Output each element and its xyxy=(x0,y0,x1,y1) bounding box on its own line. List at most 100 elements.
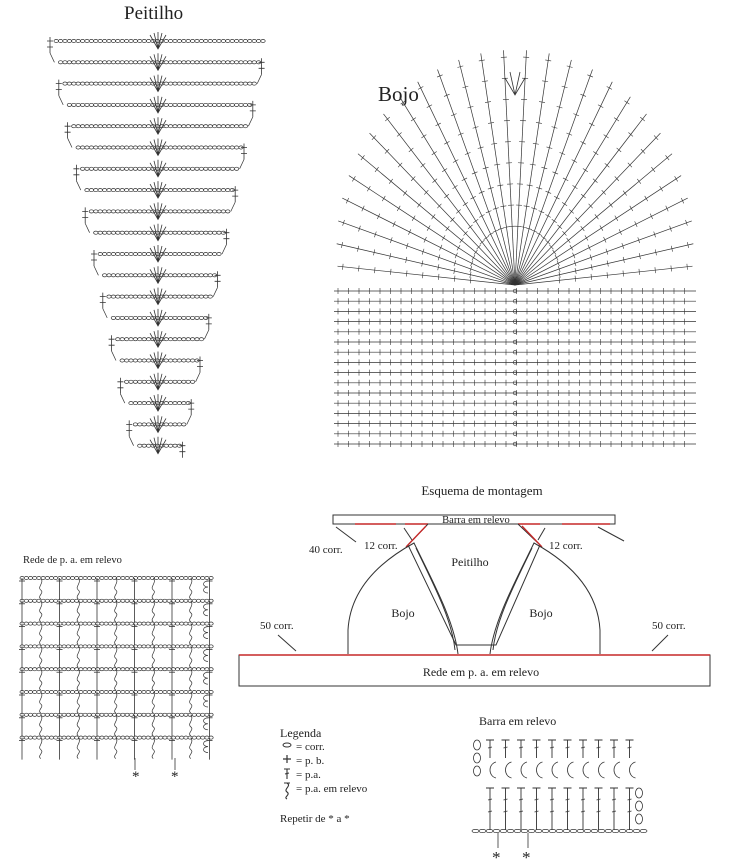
leader-line xyxy=(403,527,413,541)
bojo-tick xyxy=(467,224,473,230)
bojo-tick xyxy=(531,207,538,210)
rede-relief-stitch xyxy=(39,691,43,714)
peitilho-turn xyxy=(186,414,192,425)
bojo-tick xyxy=(566,65,573,68)
bojo-tick xyxy=(622,270,624,277)
bojo-tick xyxy=(471,171,478,175)
rede-label: Rede em p. a. em relevo xyxy=(423,665,539,679)
rede-relief-stitch xyxy=(39,623,43,645)
peitilho-edge-stitch xyxy=(47,37,53,53)
bojo-tick xyxy=(373,249,376,256)
bojo-tick xyxy=(606,260,609,267)
barra-bottom-stitch xyxy=(625,787,634,830)
chain-row xyxy=(19,621,214,626)
bojo-tick xyxy=(590,273,592,280)
legend-title: Legenda xyxy=(280,726,322,740)
bojo-tick xyxy=(541,166,548,170)
bojo-tick xyxy=(467,106,474,109)
rede-relief-stitch xyxy=(189,600,193,623)
chain-row xyxy=(62,81,257,86)
barra-sample-title: Barra em relevo xyxy=(479,714,556,728)
bojo-ray xyxy=(417,81,516,286)
bojo-ray xyxy=(399,96,516,286)
bojo-tick xyxy=(604,163,610,168)
rede-relief-stitch xyxy=(76,691,80,714)
bojo-tick xyxy=(435,122,441,127)
bojo-tick xyxy=(464,152,471,155)
bojo-tick xyxy=(485,210,492,214)
bojo-tick xyxy=(371,135,377,141)
bojo-tick xyxy=(494,163,501,166)
peitilho-fan xyxy=(149,351,167,370)
bojo-tick xyxy=(614,176,620,182)
bojo-row-stitches xyxy=(337,379,685,386)
peitilho-turn xyxy=(111,351,117,361)
bojo-tick xyxy=(488,122,495,124)
bojo-ray xyxy=(458,59,516,286)
peitilho-turn xyxy=(67,138,73,148)
bojo-center-stitch xyxy=(512,360,518,365)
bojo-tick xyxy=(450,113,457,117)
peitilho-edge-stitch xyxy=(64,122,71,139)
bojo-tick xyxy=(526,227,533,230)
bojo-tick xyxy=(457,65,464,68)
legend: Legenda = corr. = p. b. = p.a. = p.a. em… xyxy=(280,726,368,825)
chain-stitch-icon xyxy=(282,742,292,748)
bojo-tick xyxy=(384,148,390,154)
rede-relief-stitch xyxy=(189,714,193,737)
barra-top-stitch xyxy=(625,739,634,758)
bojo-tick xyxy=(546,146,553,149)
bojo-tick xyxy=(669,225,672,232)
chain-row xyxy=(110,315,209,320)
bojo-center-stitch xyxy=(512,339,518,345)
barra-bottom-stitch xyxy=(501,787,510,830)
bojo-tick xyxy=(453,260,457,267)
bojo-tick xyxy=(580,93,587,97)
bojo-tick xyxy=(441,235,446,241)
bojo-tick xyxy=(450,217,455,223)
bojo-tick xyxy=(408,147,414,153)
rede-relief-stitch xyxy=(114,737,118,759)
bojo-ray xyxy=(514,243,694,286)
bojo-tick xyxy=(462,202,469,207)
bojo-tick xyxy=(539,101,546,103)
peitilho-edge-stitch xyxy=(197,356,203,373)
leader-line xyxy=(537,527,546,541)
bojo-ray xyxy=(514,220,692,286)
bojo-tick xyxy=(665,155,670,161)
peitilho-label: Peitilho xyxy=(451,555,488,569)
bojo-center-stitch xyxy=(512,390,518,396)
rede-sample-chart: Rede de p. a. em relevo * * xyxy=(19,555,214,785)
bojo-tick xyxy=(558,277,560,284)
bojo-row-stitches xyxy=(337,400,685,407)
chain-row xyxy=(66,102,253,107)
bojo-tick xyxy=(589,254,593,261)
bojo-tick xyxy=(463,230,468,236)
label-12-corr-left: 12 corr. xyxy=(364,540,398,552)
bojo-tick xyxy=(594,214,599,220)
rede-relief-stitch xyxy=(151,714,155,737)
legend-item-pa: = p.a. xyxy=(296,769,321,781)
bojo-tick xyxy=(659,185,663,192)
peitilho-turn xyxy=(204,329,210,340)
bojo-tick xyxy=(520,226,527,228)
peitilho-edge-stitch xyxy=(258,58,265,75)
bojo-center-stitch xyxy=(512,431,518,436)
bojo-right-outline xyxy=(489,542,601,655)
bojo-row-stitches xyxy=(337,328,685,335)
barra-side-chain xyxy=(473,765,481,777)
peitilho-fan xyxy=(149,287,167,306)
bojo-center-stitch xyxy=(512,441,518,447)
peitilho-edge-stitch xyxy=(249,100,256,117)
bojo-tick xyxy=(654,267,656,274)
bojo-tick xyxy=(396,132,402,137)
bojo-tick xyxy=(554,195,560,200)
rede-relief-stitch xyxy=(114,668,118,691)
bojo-tick xyxy=(503,226,510,228)
bojo-tick xyxy=(491,142,498,145)
rede-relief-stitch xyxy=(114,577,118,600)
rede-relief-stitch xyxy=(114,714,118,737)
bojo-tick xyxy=(342,219,345,226)
rede-relief-stitch xyxy=(39,577,43,600)
bojo-tick xyxy=(390,268,392,275)
